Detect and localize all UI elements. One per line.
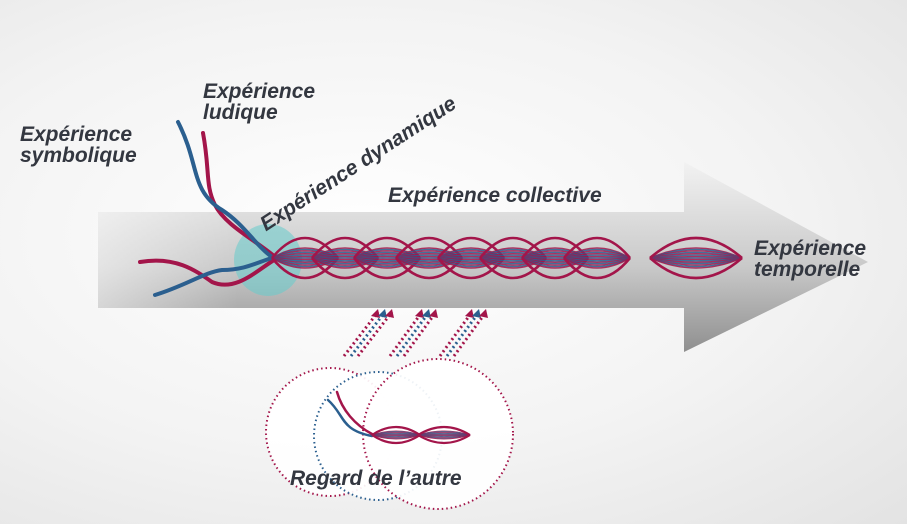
dotted-arrow-3 [438,309,488,357]
label-experience-collective: Expérience collective [388,184,602,207]
label-regard-de-l-autre: Regard de l’autre [290,467,462,490]
dotted-arrow-line [342,311,380,357]
bundle-strand [371,434,421,440]
dotted-arrow-line [438,311,474,357]
dotted-arrow-head [385,309,394,318]
bundle-outline-bottom [417,434,471,445]
dotted-arrow-line [349,311,387,357]
mini-strand-red [335,390,374,436]
bundle-8 [562,236,632,280]
strand-blue-symbolique [176,120,274,259]
strand-blue-lower [153,256,274,297]
mini-bundle-2 [417,425,471,445]
label-symbolique-line1: Expérience [20,123,133,146]
dotted-arrow-head [422,309,431,318]
strands [138,120,276,297]
dotted-arrow-head [472,309,481,318]
dotted-arrow-head [371,309,380,318]
bundle-9 [649,236,743,280]
dotted-arrow-head [429,309,438,318]
bundle-outline-top [371,425,421,436]
bundle-outline-top [417,425,471,436]
bundle-strand [649,257,743,269]
label-temporelle-line2: temporelle [754,258,861,281]
bundle-outline-top [562,236,632,259]
label-ludique-line2: ludique [203,101,278,124]
mini-bundle-1 [371,425,421,445]
dotted-arrow-line [395,311,431,357]
dotted-arrow-head [479,309,488,318]
label-experience-symbolique: Expérience symbolique [20,124,137,166]
strand-red-lower [138,258,276,287]
bundle-chain [270,236,743,280]
label-temporelle-line1: Expérience [754,237,867,260]
dotted-arrow-2 [388,309,438,357]
dotted-arrow-line [445,311,481,357]
dotted-arrow-line [388,311,424,357]
dotted-arrows [342,309,488,357]
label-experience-ludique: Expérience ludique [203,81,315,123]
regard-mini-strands [326,390,374,438]
bundle-strand [417,434,471,440]
label-symbolique-line2: symbolique [20,144,137,167]
label-experience-temporelle: Expérience temporelle [754,238,866,280]
dotted-arrow-line [356,311,394,357]
bundle-outline-top [649,236,743,259]
dotted-arrow-head [378,309,387,318]
dotted-arrow-1 [342,309,394,357]
bundle-strand [563,257,631,269]
dotted-arrow-line [452,311,488,357]
dotted-arrow-head [465,309,474,318]
dotted-arrow-line [402,311,438,357]
dotted-arrow-head [415,309,424,318]
label-ludique-line1: Expérience [203,80,316,103]
bundle-outline-bottom [562,257,632,280]
regard-mini-bundles [371,425,471,445]
bundle-outline-bottom [371,434,421,445]
bundle-outline-bottom [649,257,743,280]
mini-strand-blue [326,398,374,438]
